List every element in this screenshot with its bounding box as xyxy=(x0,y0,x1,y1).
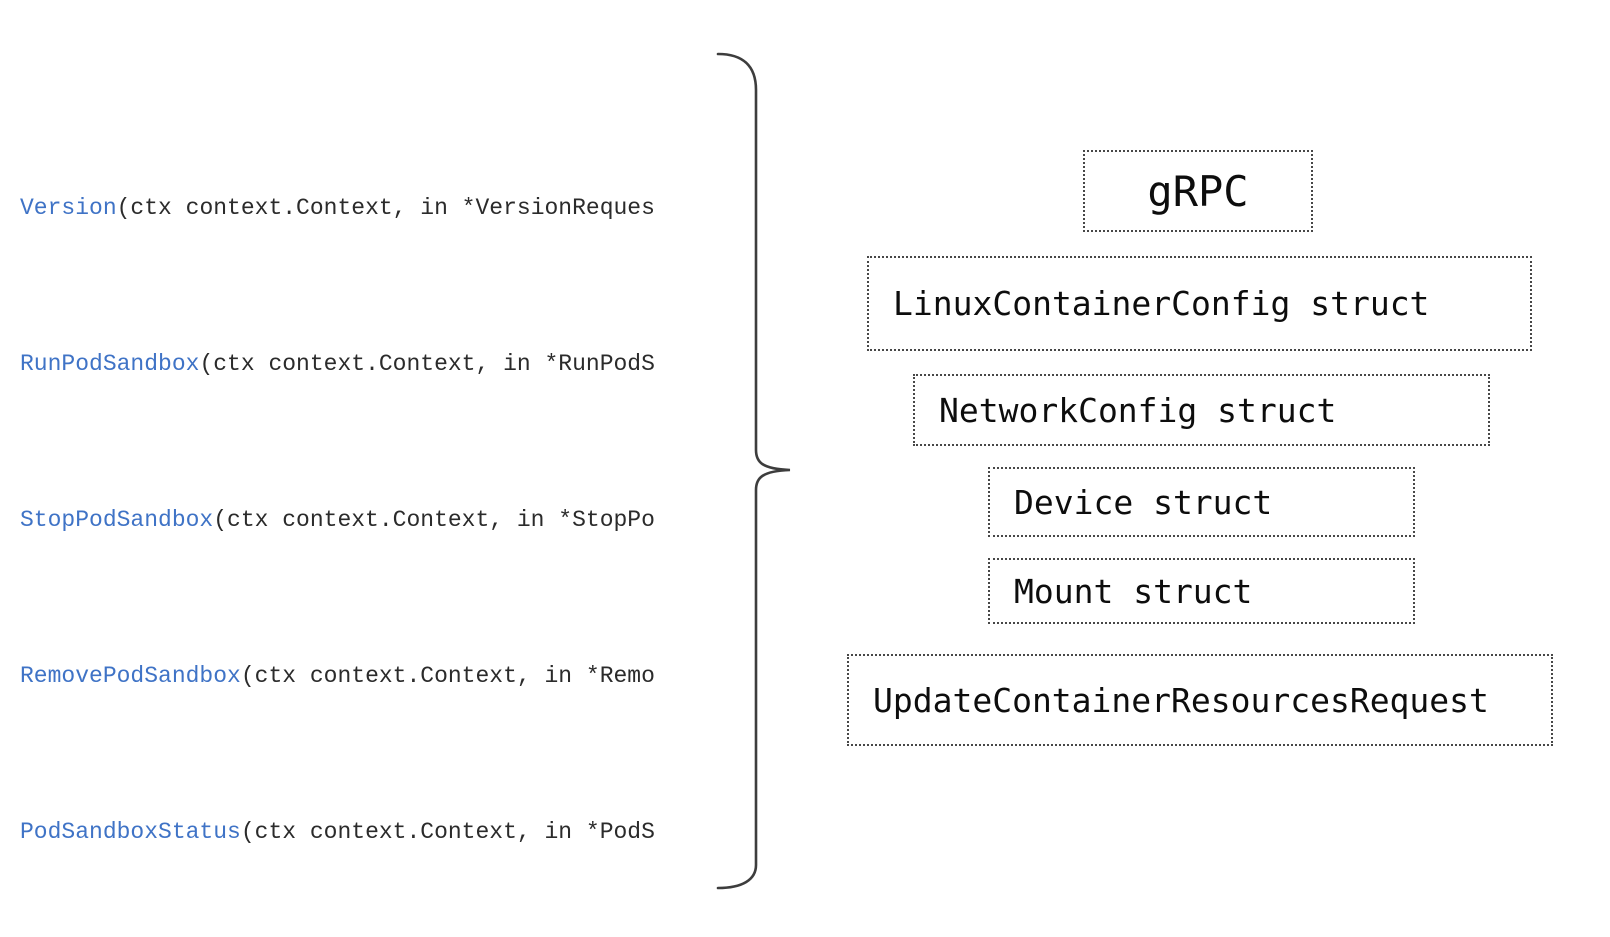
box-linux-container-config-struct: LinuxContainerConfig struct xyxy=(867,256,1532,351)
box-network-config-struct: NetworkConfig struct xyxy=(913,374,1490,446)
method-signature-line: PodSandboxStatus(ctx context.Context, in… xyxy=(20,813,658,852)
box-network-config-label: NetworkConfig struct xyxy=(939,390,1337,430)
box-device-struct: Device struct xyxy=(988,467,1415,537)
box-grpc: gRPC xyxy=(1083,150,1313,232)
method-signature-rest: (ctx context.Context, in *RunPodS xyxy=(199,351,655,377)
method-name-link[interactable]: PodSandboxStatus xyxy=(20,819,241,845)
box-linux-container-config-label: LinuxContainerConfig struct xyxy=(893,284,1430,323)
method-signature-rest: (ctx context.Context, in *PodS xyxy=(240,819,655,845)
method-signature-rest: (ctx context.Context, in *StopPo xyxy=(213,507,655,533)
method-signature-rest: (ctx context.Context, in *Remo xyxy=(240,663,655,689)
method-signature-line: Version(ctx context.Context, in *Version… xyxy=(20,189,658,228)
method-name-link[interactable]: StopPodSandbox xyxy=(20,507,214,533)
method-signature-line: StopPodSandbox(ctx context.Context, in *… xyxy=(20,501,658,540)
method-name-link[interactable]: Version xyxy=(20,195,117,221)
method-signature-line: RemovePodSandbox(ctx context.Context, in… xyxy=(20,657,658,696)
box-grpc-label: gRPC xyxy=(1147,166,1249,216)
box-mount-label: Mount struct xyxy=(1014,571,1253,611)
box-device-label: Device struct xyxy=(1014,482,1273,522)
box-mount-struct: Mount struct xyxy=(988,558,1415,624)
method-signature-rest: (ctx context.Context, in *VersionReques xyxy=(116,195,655,221)
curly-brace xyxy=(716,52,791,890)
grpc-method-list: Version(ctx context.Context, in *Version… xyxy=(20,33,658,899)
method-signature-line: RunPodSandbox(ctx context.Context, in *R… xyxy=(20,345,658,384)
method-name-link[interactable]: RemovePodSandbox xyxy=(20,663,241,689)
method-name-link[interactable]: RunPodSandbox xyxy=(20,351,200,377)
box-update-container-resources-request: UpdateContainerResourcesRequest xyxy=(847,654,1553,746)
box-update-container-resources-request-label: UpdateContainerResourcesRequest xyxy=(873,680,1489,720)
